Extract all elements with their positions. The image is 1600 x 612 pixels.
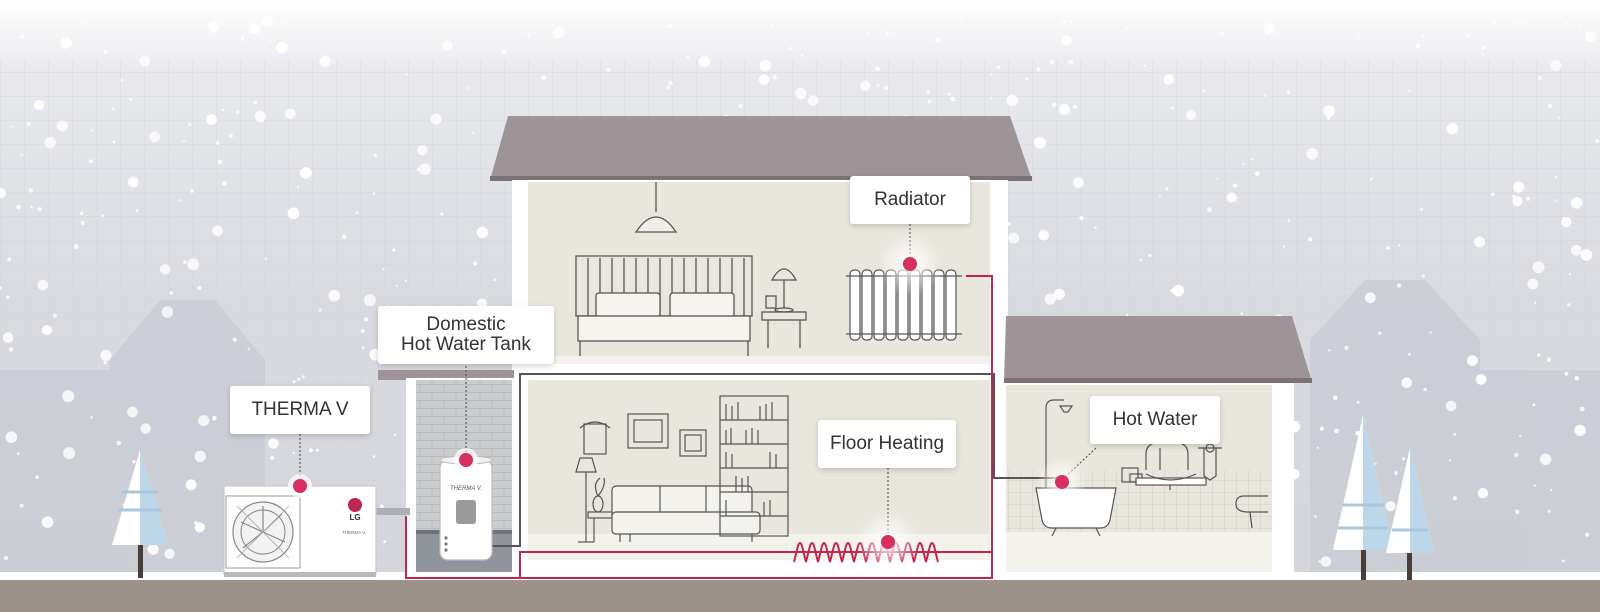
tank-brand: THERMA V. [450, 486, 482, 492]
ground [0, 580, 1600, 612]
floor-heating-label[interactable]: Floor Heating [818, 420, 956, 468]
nightstand-icon [761, 268, 807, 348]
living-room-furniture [575, 395, 789, 543]
hotspot-hot-water[interactable] [1055, 475, 1069, 489]
outdoor-unit-brand: THERMA V. [342, 530, 366, 535]
lg-logo-icon [348, 498, 362, 512]
side-roof [378, 370, 514, 380]
hotspot-floor-heating[interactable] [881, 535, 895, 549]
hotspot-domestic-tank[interactable] [459, 453, 473, 467]
tree-icon [112, 450, 168, 578]
domestic-hot-water-tank-label[interactable]: Domestic Hot Water Tank [378, 306, 554, 364]
floor-heating-label-text: Floor Heating [829, 433, 945, 454]
return-pipe [405, 275, 993, 579]
pipework [405, 275, 1062, 579]
pendant-lamp-icon [634, 182, 678, 233]
bed-icon [575, 255, 753, 356]
therma-v-label-text: THERMA V [251, 399, 349, 420]
hotspots [288, 232, 1088, 574]
therma-v-label[interactable]: THERMA V [230, 386, 370, 434]
tree-icon [1386, 448, 1434, 580]
hotspot-therma-v[interactable] [293, 479, 307, 493]
lg-logo-text: LG [349, 513, 360, 522]
radiator-label-text: Radiator [874, 189, 946, 210]
domestic-tank-label-line1: Domestic [426, 314, 506, 335]
tree-icon [1333, 415, 1393, 580]
supply-pipe [490, 373, 1062, 547]
radiator-label[interactable]: Radiator [850, 176, 970, 224]
outdoor-connector-pipe [374, 508, 410, 515]
hot-water-tank: THERMA V. [439, 455, 493, 561]
hotspot-radiator[interactable] [903, 257, 917, 271]
main-roof [490, 116, 1032, 180]
hot-water-label-text: Hot Water [1112, 409, 1198, 430]
annex-roof [1004, 316, 1312, 382]
hot-water-label[interactable]: Hot Water [1090, 396, 1220, 444]
therma-v-outdoor-unit: LG THERMA V. [223, 485, 377, 577]
domestic-tank-label-line2: Hot Water Tank [401, 334, 531, 355]
